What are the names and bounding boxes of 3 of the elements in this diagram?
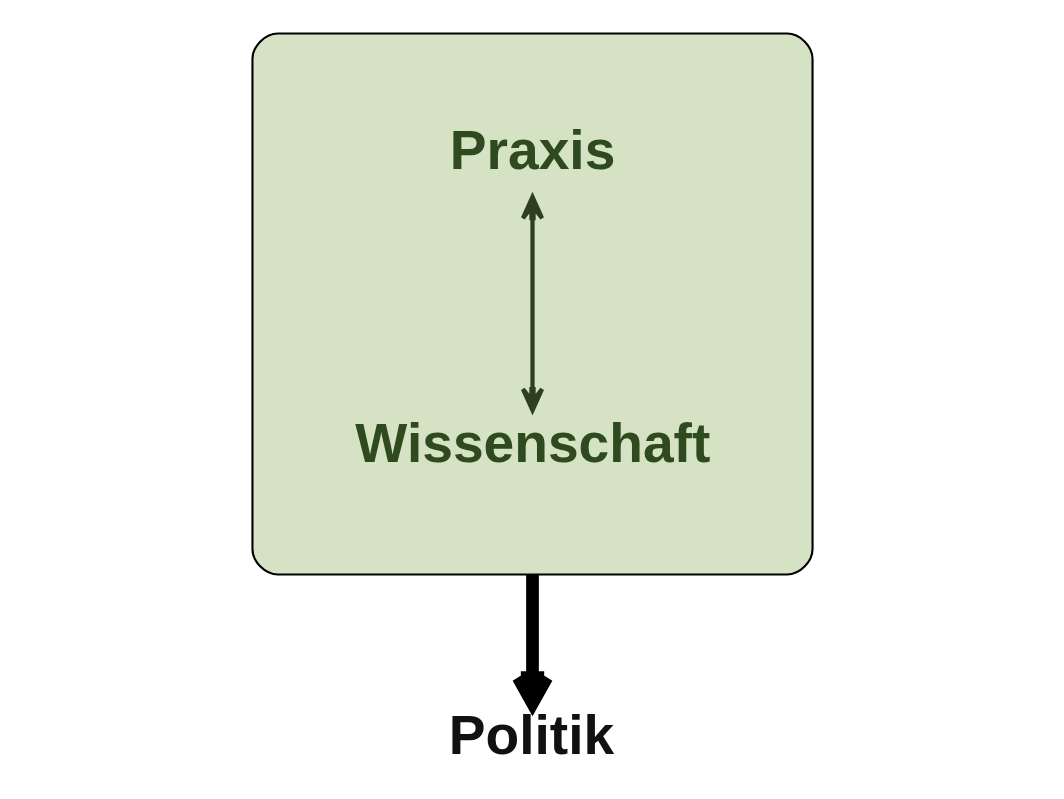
node-text: Politik	[448, 704, 614, 767]
node-text: Praxis	[449, 118, 615, 181]
node-text: Wissenschaft	[354, 411, 710, 474]
